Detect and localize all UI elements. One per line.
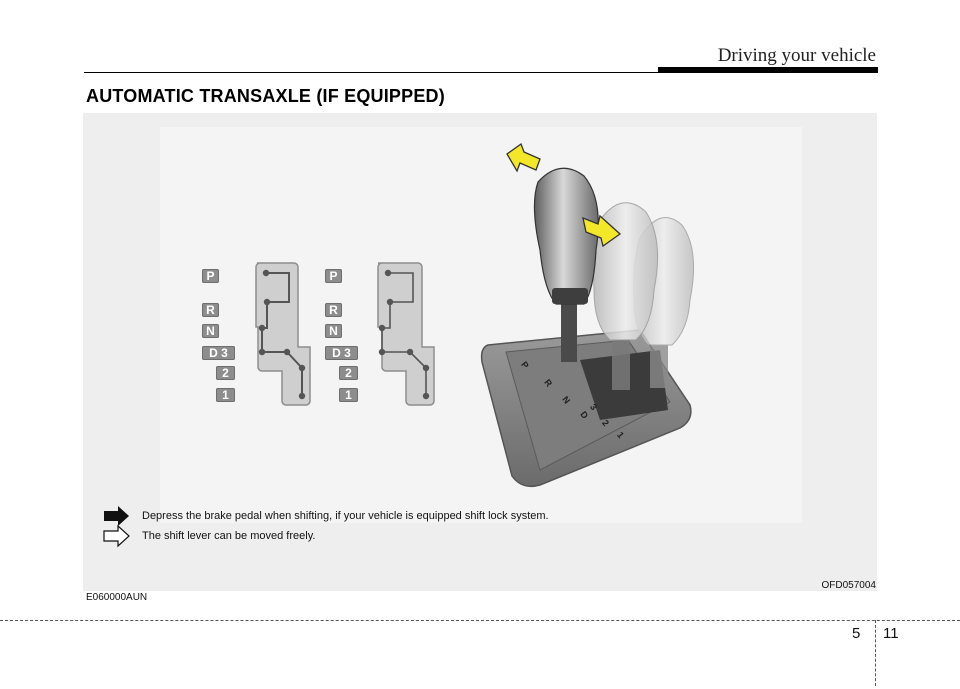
gate-label-d3-right: D 3	[325, 346, 358, 360]
gate-label-2-right: 2	[339, 366, 358, 380]
gate-label-p-left: P	[202, 269, 219, 283]
gate-label-p-right: P	[325, 269, 342, 283]
page-number: 11	[883, 625, 899, 642]
chapter-number: 5	[852, 625, 861, 642]
header-rule-thin	[84, 72, 684, 73]
gate-label-r-right: R	[325, 303, 342, 317]
solid-arrow-icon	[104, 506, 129, 526]
outline-arrow-icon	[103, 524, 130, 548]
gate-label-1-right: 1	[339, 388, 358, 402]
shift-knob	[533, 167, 599, 362]
gate-label-2-left: 2	[216, 366, 235, 380]
gate-label-n-right: N	[325, 324, 342, 338]
legend-text-free-move: The shift lever can be moved freely.	[142, 530, 316, 542]
section-title: AUTOMATIC TRANSAXLE (IF EQUIPPED)	[86, 86, 445, 106]
running-head: Driving your vehicle	[717, 45, 876, 66]
gate-diagram-left	[255, 262, 311, 406]
push-forward-arrow-icon	[506, 142, 541, 173]
document-code: E060000AUN	[86, 592, 148, 603]
gate-label-1-left: 1	[216, 388, 235, 402]
gate-label-n-left: N	[202, 324, 219, 338]
header-rule-thick	[658, 67, 878, 73]
push-sideways-arrow-icon	[582, 214, 622, 248]
legend-text-shift-lock: Depress the brake pedal when shifting, i…	[142, 510, 549, 522]
footer-rule	[0, 620, 960, 621]
gate-diagram-right	[377, 262, 435, 406]
gate-label-r-left: R	[202, 303, 219, 317]
figure-code: OFD057004	[821, 580, 876, 591]
page-number-separator	[875, 620, 876, 686]
gate-label-d3-left: D 3	[202, 346, 235, 360]
